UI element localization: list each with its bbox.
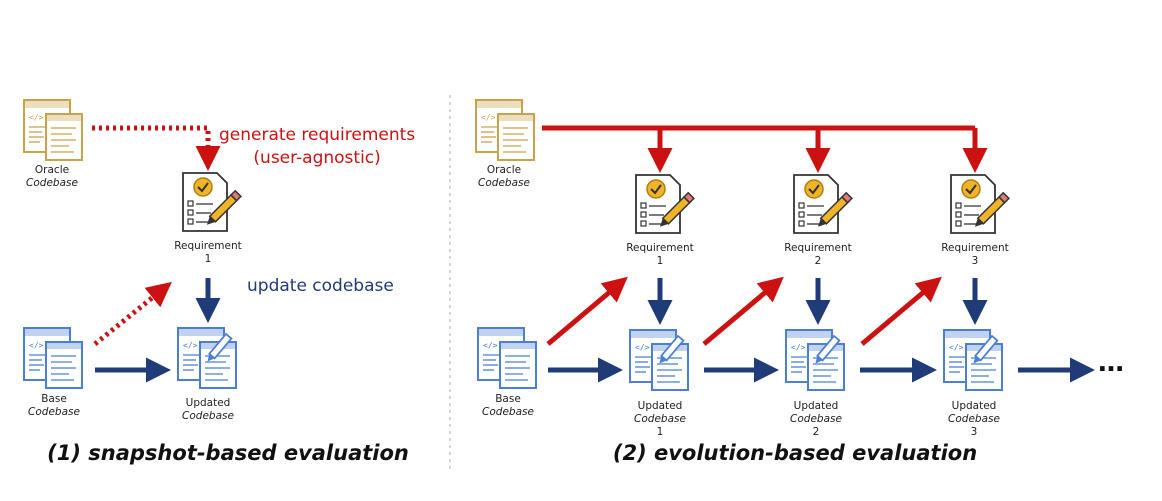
right-requirement-3-icon xyxy=(950,174,1010,234)
right-requirement-1-label-num: 1 xyxy=(656,255,664,267)
left-base-to-requirement-arrow xyxy=(93,281,172,346)
left-requirement-label: Requirement 1 xyxy=(174,240,242,266)
right-base-label-line2: Codebase xyxy=(482,406,534,418)
right-updated-codebase-2-icon xyxy=(786,330,844,390)
left-requirement-label-line1: Requirement xyxy=(174,240,242,252)
right-requirement-2-label: Requirement 2 xyxy=(784,242,852,268)
left-updated-label-line2: Codebase xyxy=(182,410,234,422)
right-base-codebase-icon xyxy=(477,327,537,389)
right-updated-2-label-num: 2 xyxy=(812,426,820,438)
left-updated-codebase-icon xyxy=(178,328,236,388)
right-base-to-req-1-arrow xyxy=(546,276,628,346)
right-updated-2-label-line2: Codebase xyxy=(790,413,842,425)
left-updated-label-line1: Updated xyxy=(185,397,231,409)
right-updated-1-label-num: 1 xyxy=(656,426,664,438)
left-oracle-codebase-icon xyxy=(23,99,83,161)
right-requirement-3-label: Requirement 3 xyxy=(941,242,1009,268)
right-updated-codebase-1-icon xyxy=(630,330,688,390)
left-requirement-label-num: 1 xyxy=(204,253,212,265)
right-updated-2-label: Updated Codebase 2 xyxy=(790,400,842,439)
right-requirement-1-label-line1: Requirement xyxy=(626,242,694,254)
right-updated-3-label: Updated Codebase 3 xyxy=(948,400,1000,439)
right-oracle-label-line1: Oracle xyxy=(486,164,522,176)
left-oracle-label-line1: Oracle xyxy=(34,164,70,176)
continuation-ellipsis: … xyxy=(1098,348,1126,378)
right-requirement-3-label-num: 3 xyxy=(971,255,979,267)
user-agnostic-text: (user-agnostic) xyxy=(253,148,381,168)
right-updated-3-label-line1: Updated xyxy=(951,400,997,412)
right-updated-codebase-3-icon xyxy=(944,330,1002,390)
generate-requirements-text: generate requirements xyxy=(219,125,416,145)
left-base-label-line1: Base xyxy=(41,393,67,405)
left-requirement-icon xyxy=(182,172,242,232)
right-requirement-2-label-num: 2 xyxy=(814,255,822,267)
right-requirement-3-label-line1: Requirement xyxy=(941,242,1009,254)
left-updated-label: Updated Codebase xyxy=(182,397,234,423)
right-updated-1-label: Updated Codebase 1 xyxy=(634,400,686,439)
left-base-label: Base Codebase xyxy=(28,393,80,419)
right-requirement-2-icon xyxy=(793,174,853,234)
right-requirement-1-label: Requirement 1 xyxy=(626,242,694,268)
left-oracle-label: Oracle Codebase xyxy=(26,164,78,190)
left-base-codebase-icon xyxy=(23,327,83,389)
left-base-label-line2: Codebase xyxy=(28,406,80,418)
right-base-label: Base Codebase xyxy=(482,393,534,419)
right-updated-2-to-req-3-arrow xyxy=(860,276,942,346)
right-requirement-2-label-line1: Requirement xyxy=(784,242,852,254)
right-oracle-codebase-icon xyxy=(475,99,535,161)
generate-requirements-annotation: generate requirements (user-agnostic) xyxy=(219,124,415,170)
left-panel-caption: (1) snapshot-based evaluation xyxy=(47,441,409,465)
update-codebase-annotation: update codebase xyxy=(247,276,394,296)
right-base-label-line1: Base xyxy=(495,393,521,405)
right-updated-1-label-line2: Codebase xyxy=(634,413,686,425)
right-updated-2-label-line1: Updated xyxy=(793,400,839,412)
right-requirement-1-icon xyxy=(635,174,695,234)
right-oracle-label: Oracle Codebase xyxy=(478,164,530,190)
right-oracle-label-line2: Codebase xyxy=(478,177,530,189)
right-updated-1-to-req-2-arrow xyxy=(702,276,784,346)
left-generate-arrow xyxy=(92,125,221,171)
right-panel-caption: (2) evolution-based evaluation xyxy=(612,441,978,465)
right-updated-3-label-line2: Codebase xyxy=(948,413,1000,425)
right-updated-1-label-line1: Updated xyxy=(637,400,683,412)
right-updated-3-label-num: 3 xyxy=(970,426,978,438)
left-oracle-label-line2: Codebase xyxy=(26,177,78,189)
